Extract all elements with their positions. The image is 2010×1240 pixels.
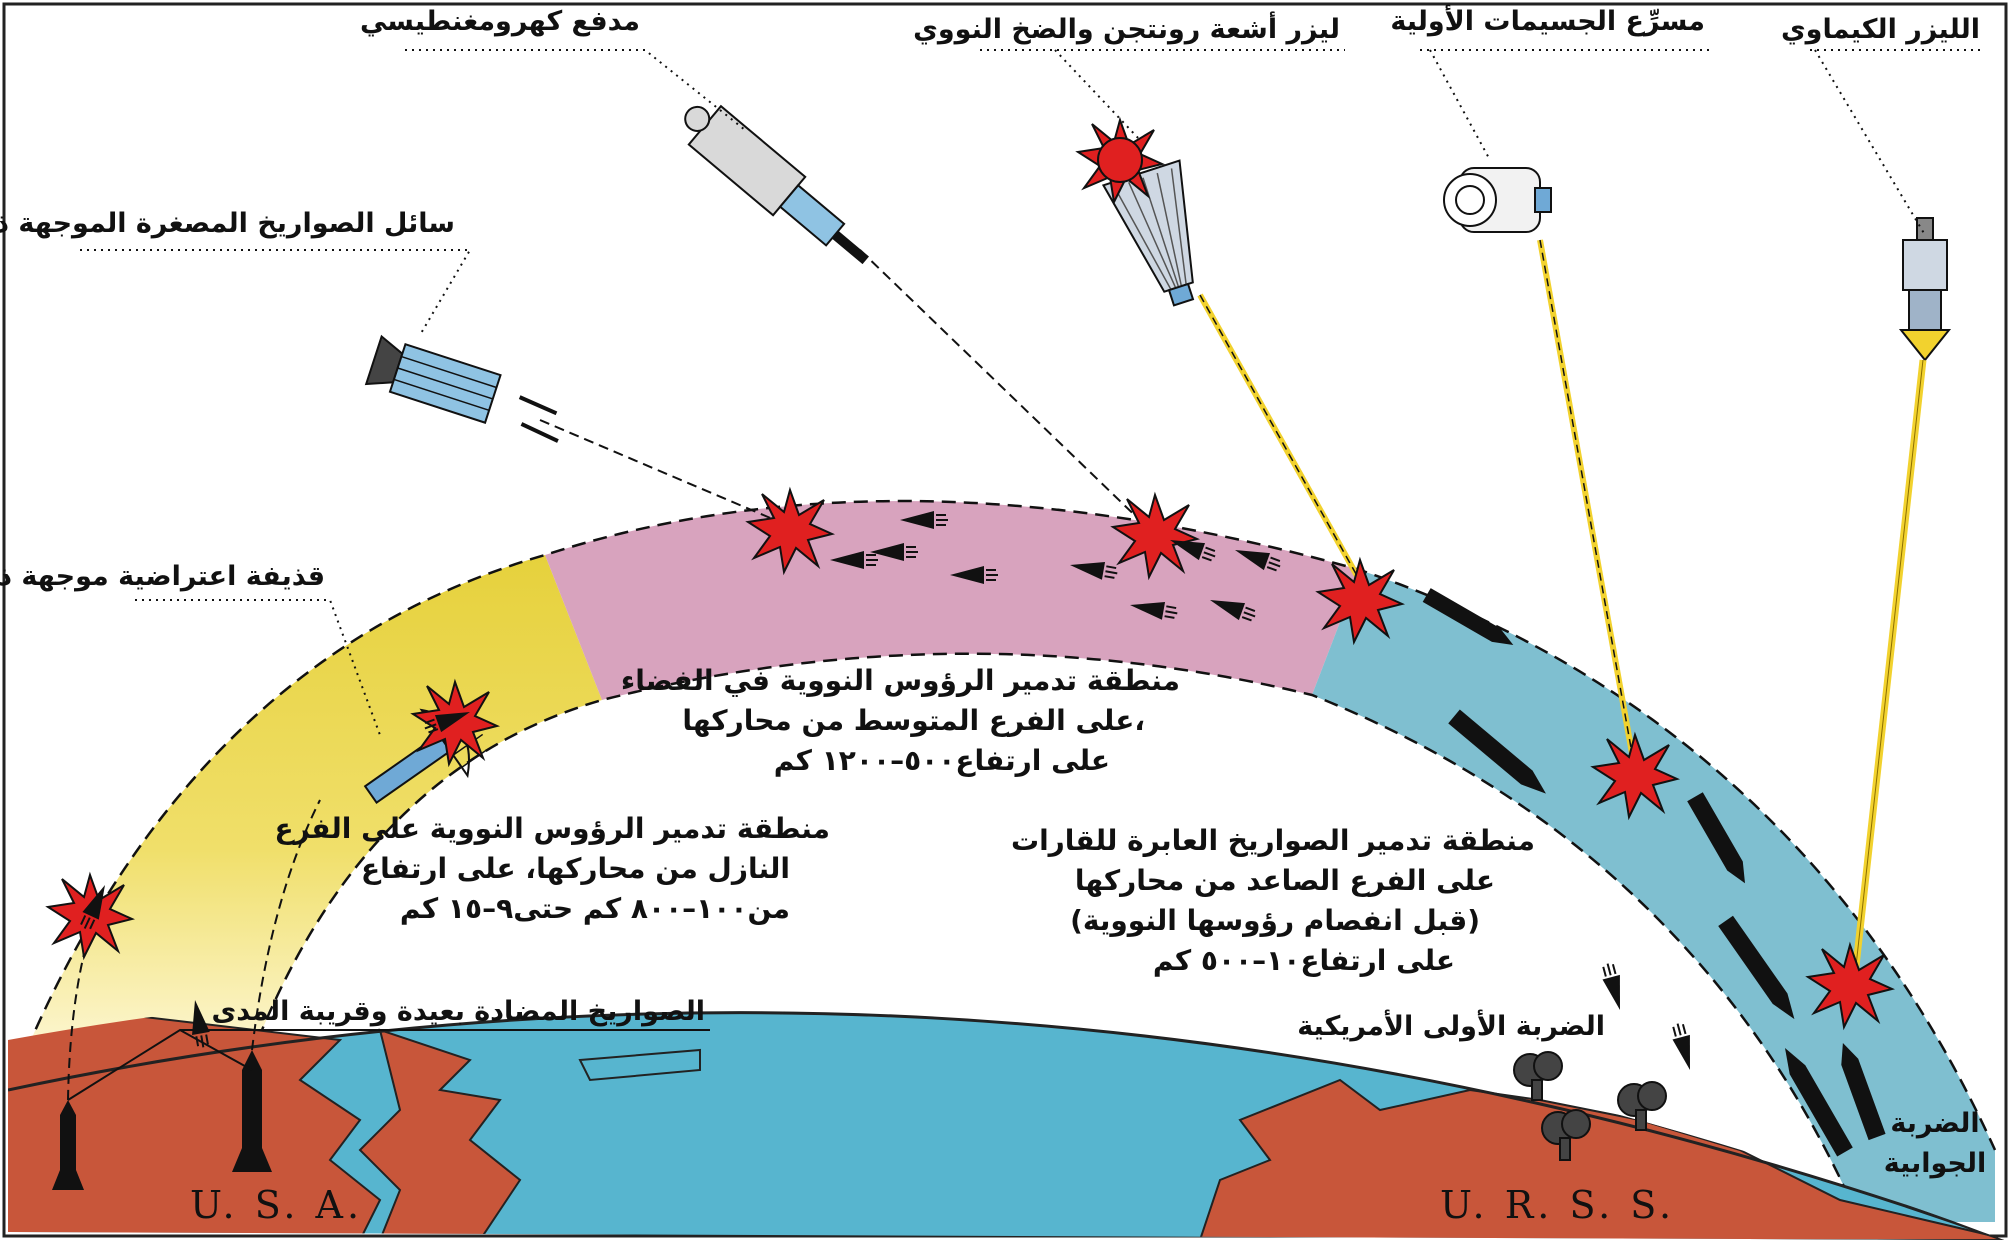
label-particle-accelerator: مسرِّع الجسيمات الأولية [1390,4,1705,37]
earth-outline [8,1011,2004,1240]
label-counter-strike-2: الجوابية [1884,1148,1987,1179]
electromagnetic-gun [684,104,869,265]
mushroom-clouds [1513,1051,1667,1161]
first-strike-warhead-1 [1597,960,1630,1014]
zone-midcourse-line-1: منطقة تدمير الرؤوس النووية في الفضاء [621,664,1180,697]
label-chemical-laser: الليزر الكيماوي [1781,14,1980,45]
ground-missile-1 [52,1100,84,1190]
zone-midcourse-line-2: على الفرع المتوسط من محاركها، [682,704,1145,737]
earth [8,998,2004,1240]
country-usa: U. S. A. [190,1183,363,1227]
xray-laser [1101,159,1195,307]
label-us-first-strike: الضربة الأولى الأمريكية [1297,1009,1605,1042]
zone-terminal-line-1: منطقة تدمير الرؤوس النووية على الفرع [275,812,830,845]
zone-terminal-line-3: من١٠٠–٨٠٠ كم حتى٩–١٥ كم [400,892,790,925]
zone-boost-line-3: (قبل انفصام رؤوسها النووية) [1070,904,1480,937]
label-xray-laser: ليزر أشعة رونتجن والضخ النووي [913,11,1340,45]
ground-missiles-leader [67,1028,710,1101]
lake [578,1048,701,1082]
country-urss: U. R. S. S. [1440,1183,1675,1227]
label-smart-rocks: سائل الصواريخ المصغرة الموجهة ذاتياً [0,203,455,239]
first-strike-warhead-2 [1667,1020,1700,1074]
smart-rocks-path [539,419,776,521]
label-ground-missiles: الصواريخ المضادة بعيدة وقريبة المدى [211,996,705,1027]
arc-outer-edge [8,499,1997,1151]
boost-icbms [1422,588,1886,1157]
smart-rocks-carrier [364,334,559,443]
zone-boost-line-1: منطقة تدمير الصواريخ العابرة للقارات [1011,824,1535,857]
land-usa-east [358,1028,522,1240]
ground-missile-2 [232,1050,272,1172]
chemical-laser [1898,217,1952,362]
em-gun-path [859,249,1151,531]
label-counter-strike-1: الضربة [1890,1108,1979,1139]
zone-terminal-line-2: النازل من محاركها، على ارتفاع [361,852,790,885]
zone-midcourse-line-3: على ارتفاع٥٠٠–١٢٠٠ كم [774,744,1110,777]
label-homing-interceptor: قذيفة اعتراضية موجهة ذاتياً [0,556,325,592]
label-electromagnetic-gun: مدفع كهرومغنطيسي [360,6,640,37]
arc-inner-edge [248,652,1862,1223]
zone-boost-line-4: على ارتفاع١٠–٥٠٠ كم [1153,944,1455,977]
particle-accelerator [1443,167,1552,233]
zone-boost-line-2: على الفرع الصاعد من محاركها [1075,864,1495,897]
label-leaders [80,49,1985,736]
terminal-trajectory-2 [251,799,321,1051]
